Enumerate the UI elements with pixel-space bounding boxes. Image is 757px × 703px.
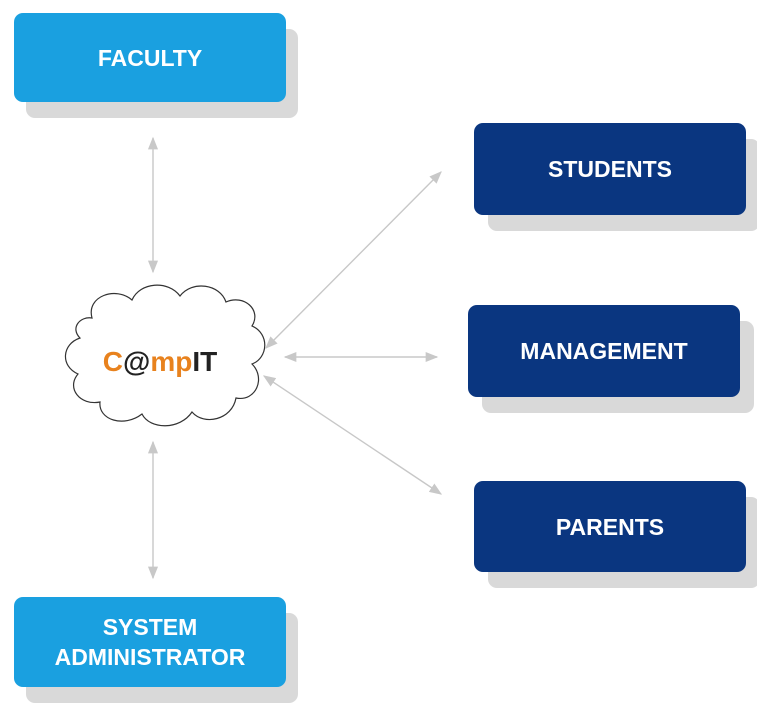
system-admin-box: SYSTEM ADMINISTRATOR [14,597,286,687]
students-arrow [265,171,442,349]
logo-part-mp: mp [150,346,193,377]
logo-part-c: C [102,346,124,377]
system-admin-label-line1: SYSTEM [102,614,198,640]
students-label: STUDENTS [548,156,672,182]
faculty-label: FACULTY [97,44,203,71]
students-box: STUDENTS [474,123,746,215]
faculty-box: FACULTY [14,13,286,102]
management-label: MANAGEMENT [520,338,688,364]
cloud-shape [64,284,266,427]
parents-box: PARENTS [474,481,746,572]
parents-label: PARENTS [555,513,665,540]
logo-part-it: IT [192,346,218,377]
logo-part-at: @ [123,346,151,377]
management-box: MANAGEMENT [468,305,740,397]
system-admin-label-line2: ADMINISTRATOR [54,644,246,670]
parents-arrow [262,375,443,495]
campit-logo: C@mpIT [60,344,260,380]
